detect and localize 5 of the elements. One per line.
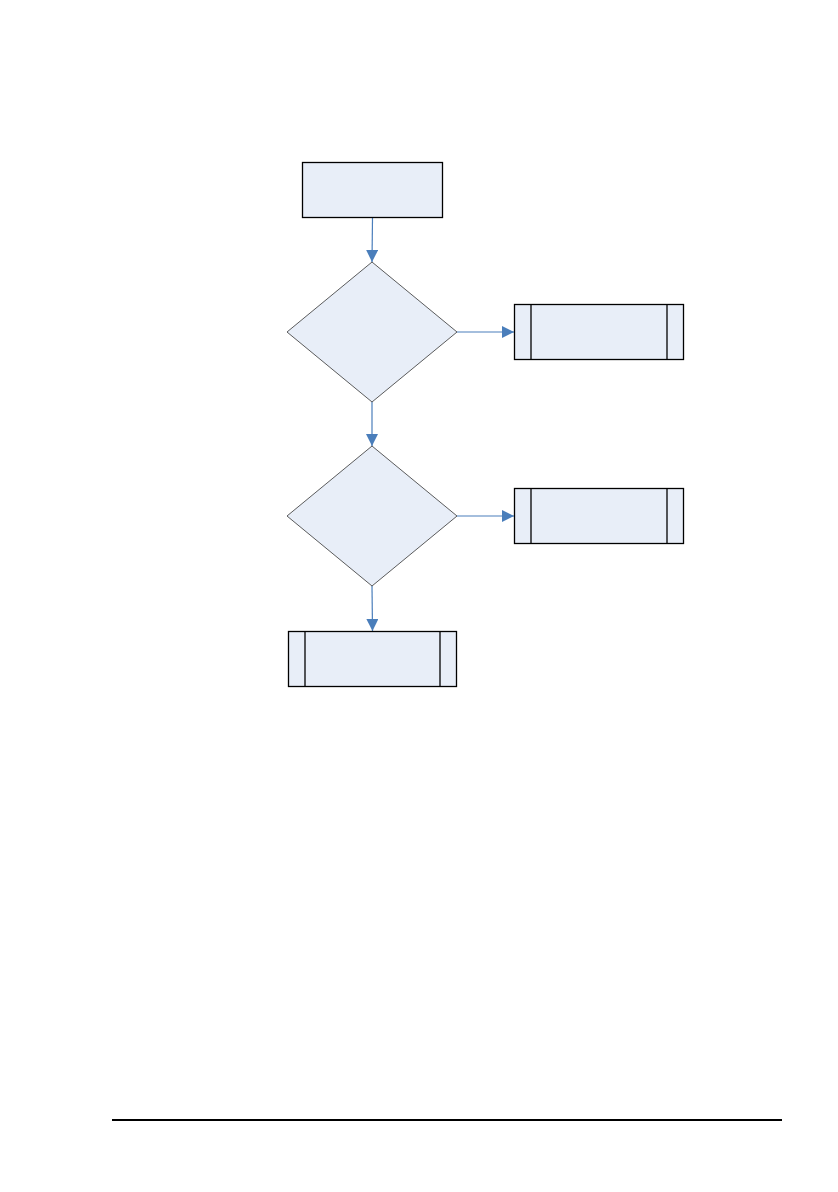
arrow xyxy=(456,326,515,338)
arrow xyxy=(456,510,515,522)
arrow xyxy=(366,585,379,632)
arrow xyxy=(366,401,378,447)
arrow xyxy=(366,217,379,263)
